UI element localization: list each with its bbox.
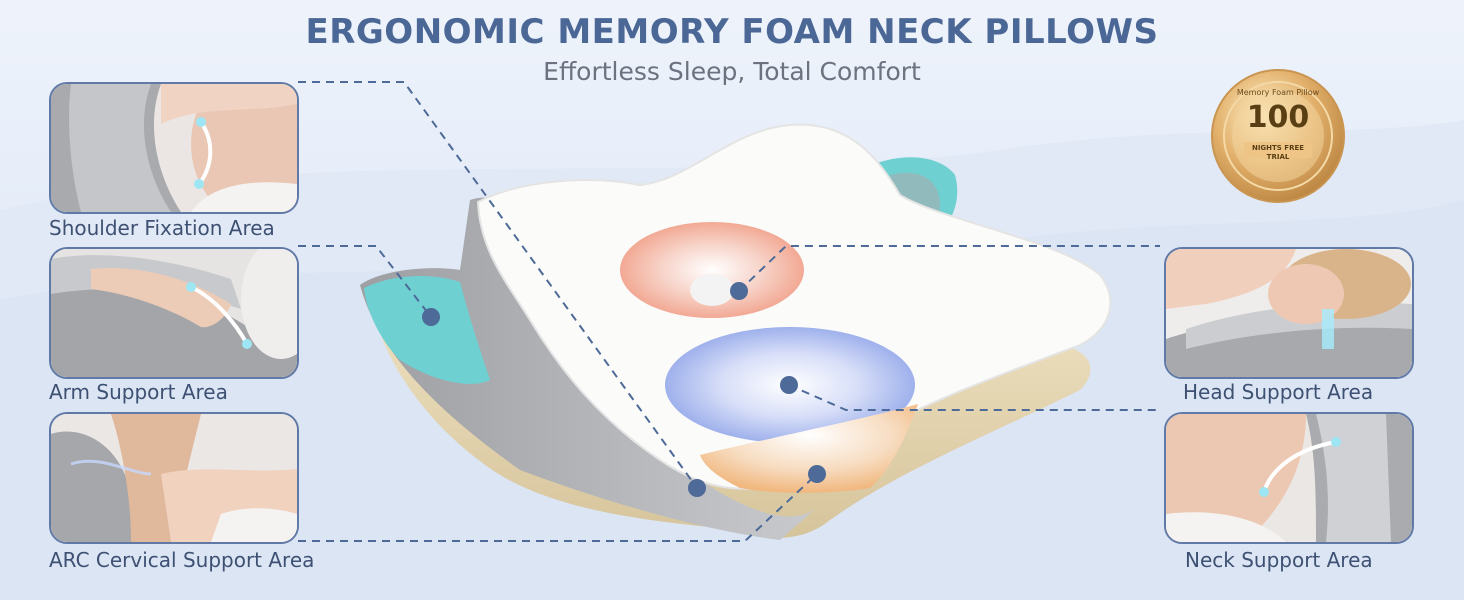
connector-head: [738, 245, 1160, 292]
head-zone: [620, 222, 804, 318]
dot-arc: [808, 465, 826, 483]
badge-bottom-text: NIGHTS FREE TRIAL: [1251, 144, 1305, 161]
photo-arc-cervical: [49, 412, 299, 544]
dot-head: [730, 282, 748, 300]
label-neck-support: Neck Support Area: [1185, 548, 1373, 572]
connector-shoulder: [298, 81, 698, 489]
photo-shoulder-fixation: [49, 82, 299, 214]
pillow-top-surface: [476, 123, 1112, 490]
label-arc-cervical: ARC Cervical Support Area: [49, 548, 315, 572]
arc-zone: [700, 404, 918, 493]
label-shoulder-fixation: Shoulder Fixation Area: [49, 216, 275, 240]
dot-shoulder: [688, 479, 706, 497]
connector-neck: [788, 384, 1160, 411]
trial-badge-seal: [1211, 69, 1345, 203]
label-head-support: Head Support Area: [1183, 380, 1374, 404]
dot-arm: [422, 308, 440, 326]
page-title: ERGONOMIC MEMORY FOAM NECK PILLOWS: [305, 12, 1159, 52]
photo-neck-support: [1164, 412, 1414, 544]
photo-head-support: [1164, 247, 1414, 379]
badge-top-text: Memory Foam Pillow: [1236, 88, 1320, 97]
photo-arm-support: [49, 247, 299, 379]
label-arm-support: Arm Support Area: [49, 380, 228, 404]
pillow-teal-accent-left: [364, 276, 490, 384]
badge-number: 100: [1246, 100, 1310, 135]
page-subtitle: Effortless Sleep, Total Comfort: [543, 57, 921, 86]
dot-neck: [780, 376, 798, 394]
connector-arm: [298, 245, 432, 318]
